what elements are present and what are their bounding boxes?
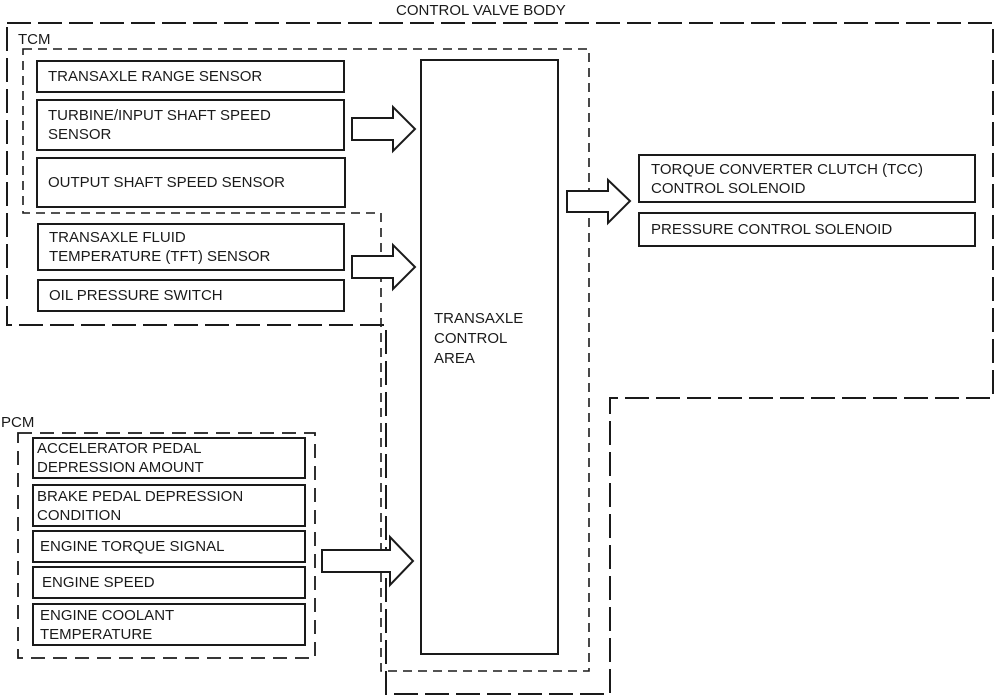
arrow-pcm-to-center — [321, 534, 415, 588]
arrow-tcm-to-center — [351, 104, 417, 154]
pcm-label: PCM — [1, 414, 35, 431]
pressure-control-solenoid-box: PRESSURE CONTROL SOLENOID — [638, 212, 976, 247]
tcc-control-solenoid-label: TORQUE CONVERTER CLUTCH (TCC) CONTROL SO… — [651, 160, 923, 197]
brake-pedal-label: BRAKE PEDAL DEPRESSION CONDITION — [37, 487, 244, 524]
tcm-label: TCM — [18, 31, 51, 48]
oil-pressure-switch-label: OIL PRESSURE SWITCH — [49, 287, 223, 304]
output-shaft-speed-sensor-box: OUTPUT SHAFT SPEED SENSOR — [36, 157, 346, 208]
engine-coolant-temperature-box: ENGINE COOLANT TEMPERATURE — [32, 603, 306, 646]
engine-speed-label: ENGINE SPEED — [42, 574, 155, 591]
tft-sensor-box: TRANSAXLE FLUID TEMPERATURE (TFT) SENSOR — [37, 223, 345, 271]
engine-speed-box: ENGINE SPEED — [32, 566, 306, 599]
control-valve-body-label: CONTROL VALVE BODY — [396, 2, 566, 19]
engine-torque-signal-label: ENGINE TORQUE SIGNAL — [40, 538, 225, 555]
accelerator-pedal-box: ACCELERATOR PEDAL DEPRESSION AMOUNT — [32, 437, 306, 479]
tft-sensor-label: TRANSAXLE FLUID TEMPERATURE (TFT) SENSOR — [49, 229, 271, 265]
engine-coolant-temperature-label: ENGINE COOLANT TEMPERATURE — [40, 606, 175, 643]
tcm-boundary — [22, 48, 590, 672]
accelerator-pedal-label: ACCELERATOR PEDAL DEPRESSION AMOUNT — [37, 440, 204, 476]
engine-torque-signal-box: ENGINE TORQUE SIGNAL — [32, 530, 306, 563]
pressure-control-solenoid-label: PRESSURE CONTROL SOLENOID — [651, 221, 893, 238]
arrow-fluid-sensors-to-center — [351, 242, 417, 292]
transaxle-range-sensor-label: TRANSAXLE RANGE SENSOR — [48, 68, 263, 85]
tcc-control-solenoid-box: TORQUE CONVERTER CLUTCH (TCC) CONTROL SO… — [638, 154, 976, 203]
pcm-boundary — [17, 432, 316, 659]
turbine-input-shaft-speed-sensor-label: TURBINE/INPUT SHAFT SPEED SENSOR — [48, 107, 271, 143]
output-shaft-speed-sensor-label: OUTPUT SHAFT SPEED SENSOR — [48, 174, 285, 191]
transaxle-control-area-box: TRANSAXLE CONTROL AREA — [420, 59, 559, 655]
brake-pedal-box: BRAKE PEDAL DEPRESSION CONDITION — [32, 484, 306, 527]
transaxle-range-sensor-box: TRANSAXLE RANGE SENSOR — [36, 60, 345, 93]
oil-pressure-switch-box: OIL PRESSURE SWITCH — [37, 279, 345, 312]
turbine-input-shaft-speed-sensor-box: TURBINE/INPUT SHAFT SPEED SENSOR — [36, 99, 345, 151]
transaxle-control-area-label: TRANSAXLE CONTROL AREA — [434, 310, 524, 367]
arrow-center-to-outputs — [566, 177, 632, 226]
control-valve-body-boundary — [6, 22, 994, 695]
